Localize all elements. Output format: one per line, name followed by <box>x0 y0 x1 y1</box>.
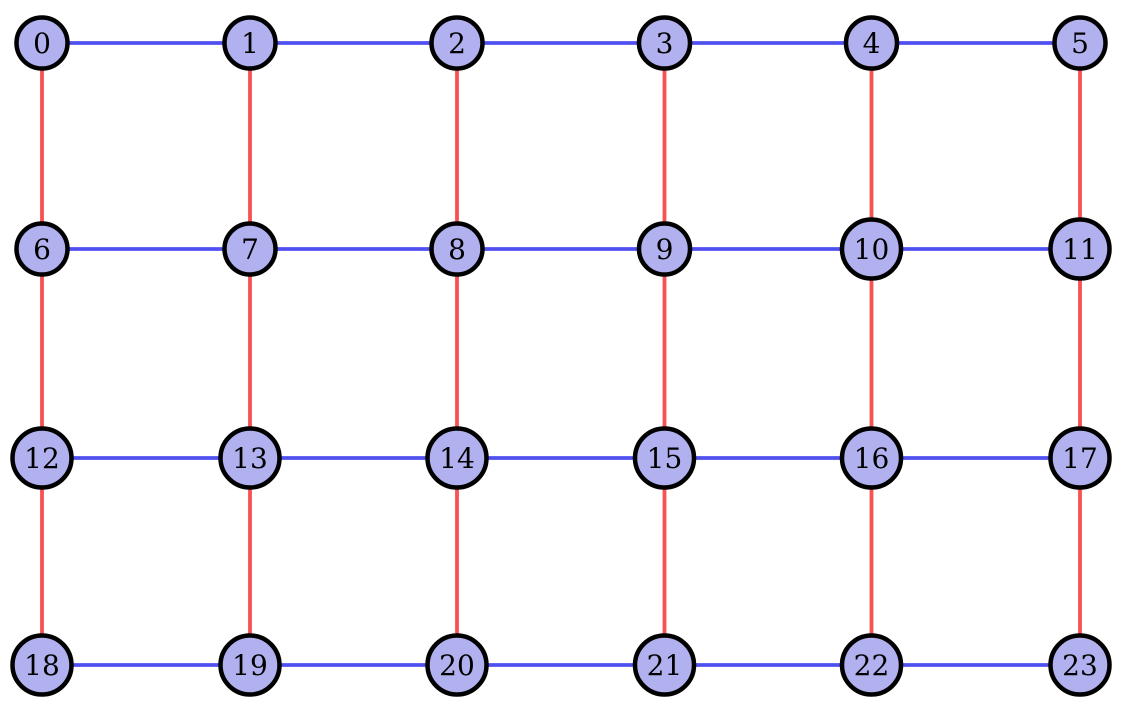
node-label: 16 <box>854 442 890 475</box>
graph-node-2 <box>429 15 485 71</box>
node-label: 3 <box>656 27 674 60</box>
graph-node-15 <box>632 426 697 490</box>
graph-node-4 <box>843 15 900 71</box>
node-label: 0 <box>33 27 51 60</box>
node-label: 8 <box>448 233 466 266</box>
node-label: 1 <box>241 27 259 60</box>
graph-node-5 <box>1052 15 1108 71</box>
node-label: 17 <box>1062 442 1098 475</box>
node-label: 13 <box>232 442 268 475</box>
node-label: 4 <box>863 27 881 60</box>
graph-node-20 <box>425 633 489 697</box>
node-label: 10 <box>854 233 890 266</box>
node-label: 20 <box>439 649 475 682</box>
graph-node-10 <box>839 217 904 281</box>
node-label: 2 <box>448 27 466 60</box>
node-label: 9 <box>656 233 674 266</box>
node-label: 22 <box>854 649 890 682</box>
node-label: 21 <box>647 649 683 682</box>
graph-node-17 <box>1048 426 1112 490</box>
node-label: 11 <box>1062 233 1098 266</box>
graph-node-13 <box>218 426 282 490</box>
graph-node-6 <box>14 221 70 277</box>
graph-node-9 <box>636 221 693 277</box>
node-label: 15 <box>647 442 683 475</box>
node-label: 12 <box>24 442 60 475</box>
node-label: 5 <box>1071 27 1089 60</box>
edges-layer <box>40 41 1082 667</box>
graph-node-18 <box>10 633 74 697</box>
node-label: 23 <box>1062 649 1098 682</box>
graph-node-23 <box>1048 633 1112 697</box>
graph-node-3 <box>636 15 693 71</box>
node-label: 6 <box>33 233 51 266</box>
node-label: 19 <box>232 649 268 682</box>
node-label: 14 <box>439 442 475 475</box>
graph-node-1 <box>222 15 278 71</box>
node-label: 18 <box>24 649 60 682</box>
graph-node-7 <box>222 221 278 277</box>
graph-node-11 <box>1048 217 1112 281</box>
node-label: 7 <box>241 233 259 266</box>
graph-node-16 <box>839 426 904 490</box>
graph-node-21 <box>632 633 697 697</box>
graph-node-12 <box>10 426 74 490</box>
graph-node-22 <box>839 633 904 697</box>
graph-node-14 <box>425 426 489 490</box>
graph-node-8 <box>429 221 485 277</box>
graph-node-0 <box>14 15 70 71</box>
graph-node-19 <box>218 633 282 697</box>
